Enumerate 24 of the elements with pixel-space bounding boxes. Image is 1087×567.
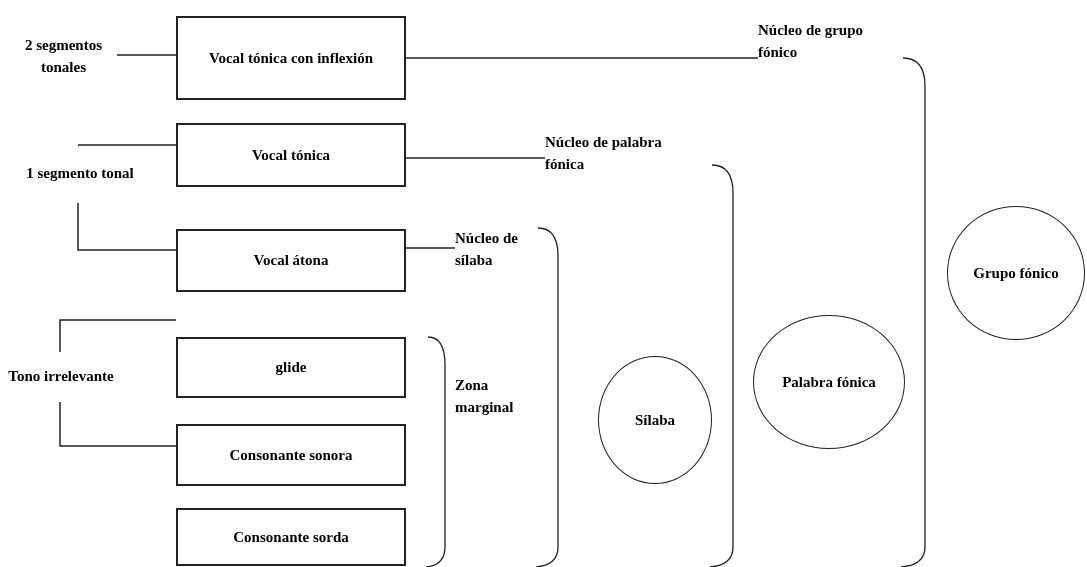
connector-line xyxy=(59,401,177,447)
note-text: 2 segmentos tonales xyxy=(10,32,117,82)
connector-line xyxy=(116,54,177,56)
note-text: Núcleo de palabra fónica xyxy=(545,128,690,180)
note-text: Núcleo de sílaba xyxy=(455,207,527,293)
note-text: Núcleo de grupo fónico xyxy=(758,14,893,70)
unit-circle: Grupo fónico xyxy=(947,206,1085,340)
connector-line xyxy=(405,247,456,249)
process-box: Vocal tónica con inflexión xyxy=(176,16,406,100)
unit-circle: Palabra fónica xyxy=(753,315,905,449)
process-box: Consonante sorda xyxy=(176,508,406,566)
connector-line xyxy=(77,202,177,251)
note-text: Tono irrelevante xyxy=(6,352,116,402)
connector-line xyxy=(405,157,546,159)
note-text: 1 segmento tonal xyxy=(25,145,135,203)
connector-line xyxy=(59,319,177,353)
note-text: Zona marginal xyxy=(455,372,543,422)
unit-circle: Sílaba xyxy=(598,356,712,484)
process-box: glide xyxy=(176,337,406,398)
process-box: Vocal átona xyxy=(176,229,406,292)
connector-line xyxy=(77,144,177,146)
process-box: Vocal tónica xyxy=(176,123,406,187)
process-box: Consonante sonora xyxy=(176,424,406,486)
connector-line xyxy=(405,57,759,59)
